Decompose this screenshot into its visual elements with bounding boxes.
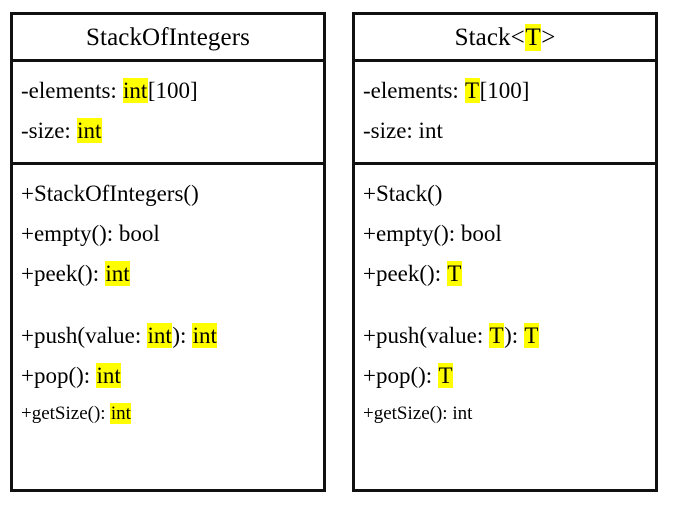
- method-row: +peek(): T: [363, 254, 655, 294]
- member-text: +getSize():: [21, 403, 111, 424]
- class-name: StackOfIntegers: [86, 24, 250, 51]
- method-row: +empty(): bool: [363, 214, 655, 254]
- highlighted-type: T: [523, 323, 539, 348]
- method-row: +getSize(): int: [363, 396, 655, 432]
- highlighted-type: int: [192, 323, 218, 348]
- member-text: +empty(): bool: [21, 221, 160, 246]
- member-text: -size:: [21, 118, 77, 143]
- method-spacer-row: [21, 294, 323, 316]
- uml-class-stack-of-integers: StackOfIntegers-elements: int[100]-size:…: [10, 12, 326, 492]
- highlighted-type: T: [464, 78, 480, 103]
- member-text: -elements:: [21, 78, 123, 103]
- attribute-row: -size: int: [21, 111, 323, 151]
- member-text: +peek():: [363, 261, 447, 286]
- highlighted-type: int: [95, 363, 122, 388]
- attribute-row: -size: int: [363, 111, 655, 151]
- method-row: +push(value: T): T: [363, 316, 655, 356]
- highlighted-type: int: [76, 118, 102, 143]
- class-attributes-stack-of-integers: -elements: int[100]-size: int: [13, 62, 323, 165]
- member-text: +empty(): bool: [363, 221, 502, 246]
- member-text: +pop():: [21, 363, 96, 388]
- class-name: Stack<T>: [454, 23, 556, 51]
- member-text: +pop():: [363, 363, 438, 388]
- member-text: +push(value:: [363, 323, 490, 348]
- class-methods-stack-generic: +Stack()+empty(): bool+peek(): T+push(va…: [355, 165, 655, 489]
- method-row: +push(value: int): int: [21, 316, 323, 356]
- highlighted-type: int: [122, 78, 148, 103]
- highlighted-type: int: [104, 261, 131, 286]
- member-text: -elements:: [363, 78, 465, 103]
- attribute-row: -elements: int[100]: [21, 71, 323, 111]
- member-text: +StackOfIntegers(): [21, 181, 199, 206]
- method-row: +getSize(): int: [21, 396, 323, 432]
- highlighted-type: int: [147, 323, 173, 348]
- member-text: -size: int: [363, 118, 443, 143]
- class-header-stack-generic: Stack<T>: [355, 15, 655, 62]
- method-row: +StackOfIntegers(): [21, 174, 323, 214]
- class-name-text: StackOfIntegers: [86, 23, 250, 51]
- highlighted-type: T: [446, 261, 462, 286]
- class-header-stack-of-integers: StackOfIntegers: [13, 15, 323, 62]
- method-row: +peek(): int: [21, 254, 323, 294]
- highlighted-type: T: [489, 323, 505, 348]
- member-text: ):: [504, 323, 524, 348]
- uml-class-stack-generic: Stack<T>-elements: T[100]-size: int+Stac…: [352, 12, 658, 492]
- class-attributes-stack-generic: -elements: T[100] -size: int: [355, 62, 655, 165]
- method-row: +empty(): bool: [21, 214, 323, 254]
- member-text: +peek():: [21, 261, 105, 286]
- method-row: +pop(): T: [363, 356, 655, 396]
- member-text: ):: [172, 323, 193, 348]
- class-name-text: Stack<: [454, 23, 525, 51]
- member-text: [100]: [147, 78, 198, 103]
- highlighted-type: T: [437, 363, 453, 388]
- highlighted-type-parameter: T: [524, 23, 542, 51]
- member-text: +Stack(): [363, 181, 443, 206]
- member-text: +getSize(): int: [363, 403, 473, 424]
- member-text: +push(value:: [21, 323, 148, 348]
- member-text: [100]: [479, 78, 530, 103]
- method-row: +Stack(): [363, 174, 655, 214]
- class-name-text: >: [541, 23, 556, 51]
- attribute-row: -elements: T[100]: [363, 71, 655, 111]
- method-row: +pop(): int: [21, 356, 323, 396]
- class-methods-stack-of-integers: +StackOfIntegers() +empty(): bool +peek():…: [13, 165, 323, 489]
- method-spacer-row: [363, 294, 655, 316]
- highlighted-type: int: [110, 403, 132, 424]
